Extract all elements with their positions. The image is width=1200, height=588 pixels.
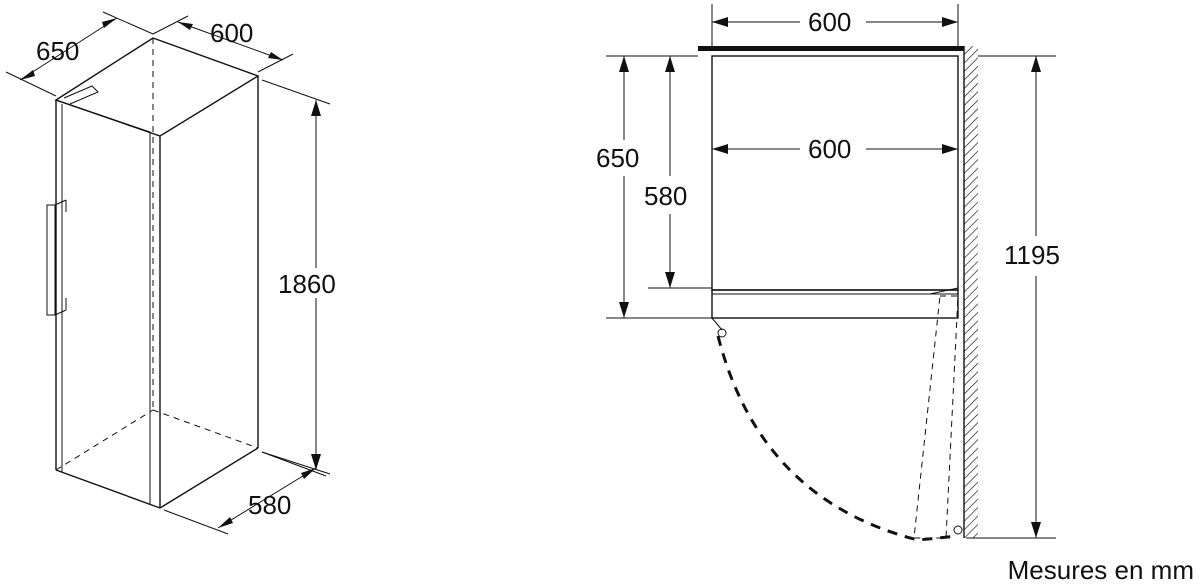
depth-label: 650 (36, 36, 79, 66)
width-dimension (152, 15, 294, 73)
height-dimension (261, 79, 346, 475)
inner-width-label: 600 (808, 134, 851, 164)
units-note: Mesures en mm (1007, 555, 1194, 585)
door-handle (46, 199, 67, 316)
top-plate (698, 46, 964, 51)
inner-width-dimension (712, 144, 958, 154)
appliance-plan-outline (711, 55, 959, 319)
bottom-depth-dimension (163, 451, 327, 535)
top-width-dimension (711, 4, 959, 46)
width-label: 600 (210, 18, 253, 48)
appliance-outline (54, 37, 260, 509)
height-label: 1860 (278, 269, 336, 299)
door-clearance-label: 1195 (1004, 240, 1060, 270)
bottom-depth-label: 580 (248, 490, 291, 520)
top-width-label: 600 (808, 7, 851, 37)
wall-hatching (964, 46, 978, 538)
outer-depth-dimension (606, 55, 712, 319)
isometric-view: 650 600 1860 580 (5, 11, 346, 535)
outer-depth-label: 650 (596, 143, 639, 173)
inner-depth-label: 580 (644, 181, 687, 211)
inner-depth-dimension (648, 56, 712, 289)
depth-dimension (5, 11, 154, 97)
plan-view: 600 600 650 580 (596, 4, 1060, 542)
door-clearance-dimension (966, 55, 1056, 539)
hidden-edges (55, 38, 259, 471)
door-swing (711, 295, 963, 542)
